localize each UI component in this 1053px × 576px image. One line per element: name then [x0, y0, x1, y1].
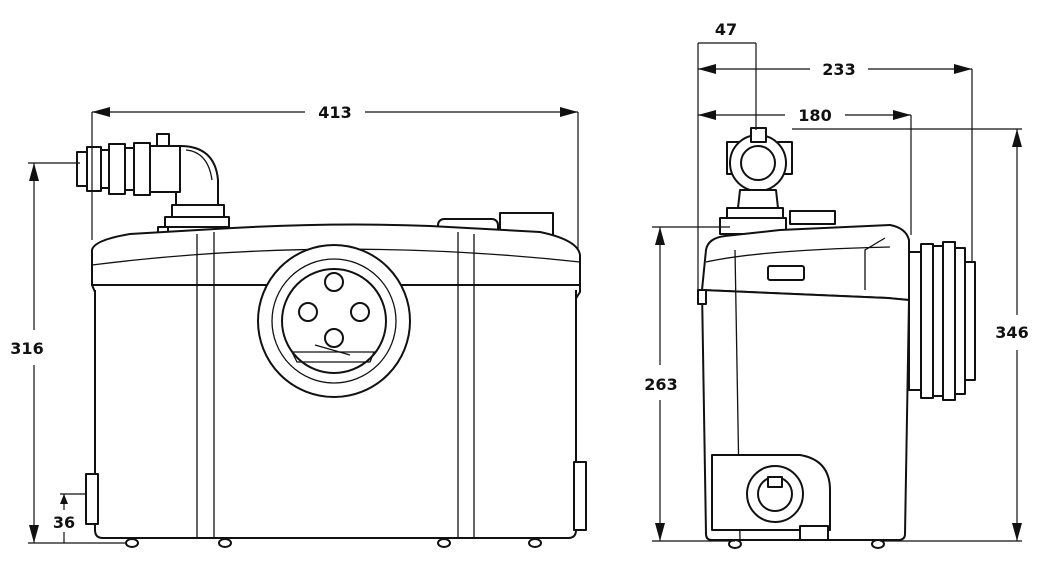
- label-side-outlet-offset: 47: [715, 20, 737, 39]
- label-side-body-depth: 180: [798, 106, 831, 125]
- side-top-cap: [789, 210, 836, 225]
- front-discharge-pipe: [76, 133, 230, 236]
- front-inlet-left: [85, 473, 99, 525]
- label-front-inlet: 36: [53, 513, 75, 532]
- side-bellow-inlet: [908, 241, 976, 401]
- dim-side-body-depth: 180: [698, 106, 912, 235]
- dim-front-inlet: 36: [53, 493, 86, 543]
- label-side-body-height: 263: [644, 375, 677, 394]
- dim-front-height: 316: [10, 162, 125, 544]
- front-round-inlet: [257, 244, 411, 398]
- front-inlet-right: [573, 461, 587, 531]
- label-front-height: 316: [10, 339, 43, 358]
- dim-side-total-depth: 233: [698, 60, 973, 262]
- side-outlet: [719, 127, 793, 247]
- dim-side-total-height: 346: [792, 128, 1029, 542]
- label-side-total-height: 346: [995, 323, 1028, 342]
- side-view: 47 233 180 263: [644, 20, 1029, 549]
- side-bottom-inlet: [711, 454, 831, 541]
- side-handle: [767, 265, 805, 281]
- dim-front-width: 413: [91, 103, 579, 250]
- front-view: 413 316 36: [10, 103, 587, 548]
- side-body: [701, 224, 910, 301]
- label-front-width: 413: [318, 103, 351, 122]
- dim-side-body-height: 263: [644, 226, 735, 542]
- label-side-total-depth: 233: [822, 60, 855, 79]
